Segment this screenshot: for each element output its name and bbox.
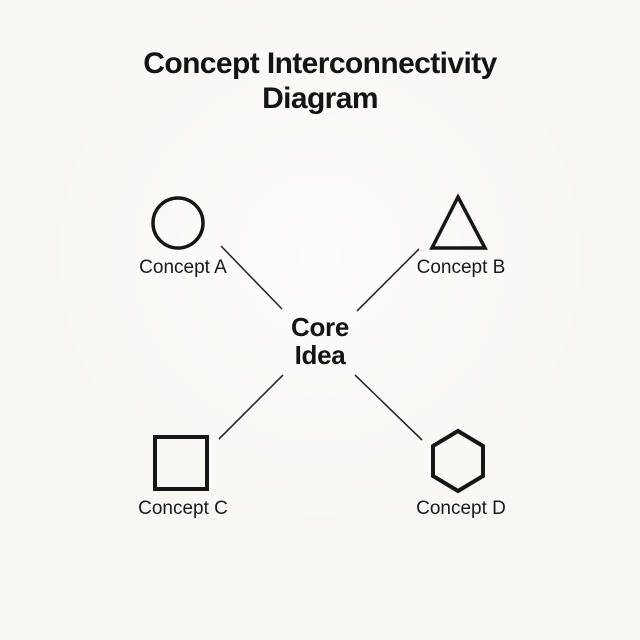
circle-shape-icon xyxy=(151,196,205,250)
connector-line-a-core xyxy=(220,245,283,310)
hexagon-shape-icon xyxy=(431,428,485,494)
page-title: Concept Interconnectivity Diagram xyxy=(143,47,497,115)
node-label-concept-b: Concept B xyxy=(416,257,506,278)
connector-line-d-core xyxy=(354,374,423,441)
connector-line-c-core xyxy=(218,374,284,440)
core-idea-label: Core Idea xyxy=(290,312,350,370)
node-label-concept-c: Concept C xyxy=(138,498,228,519)
square-shape-icon xyxy=(153,435,209,491)
node-label-concept-d: Concept D xyxy=(416,498,506,519)
triangle-shape-icon xyxy=(429,193,488,250)
node-label-concept-a: Concept A xyxy=(139,257,227,278)
connector-line-b-core xyxy=(356,248,420,312)
